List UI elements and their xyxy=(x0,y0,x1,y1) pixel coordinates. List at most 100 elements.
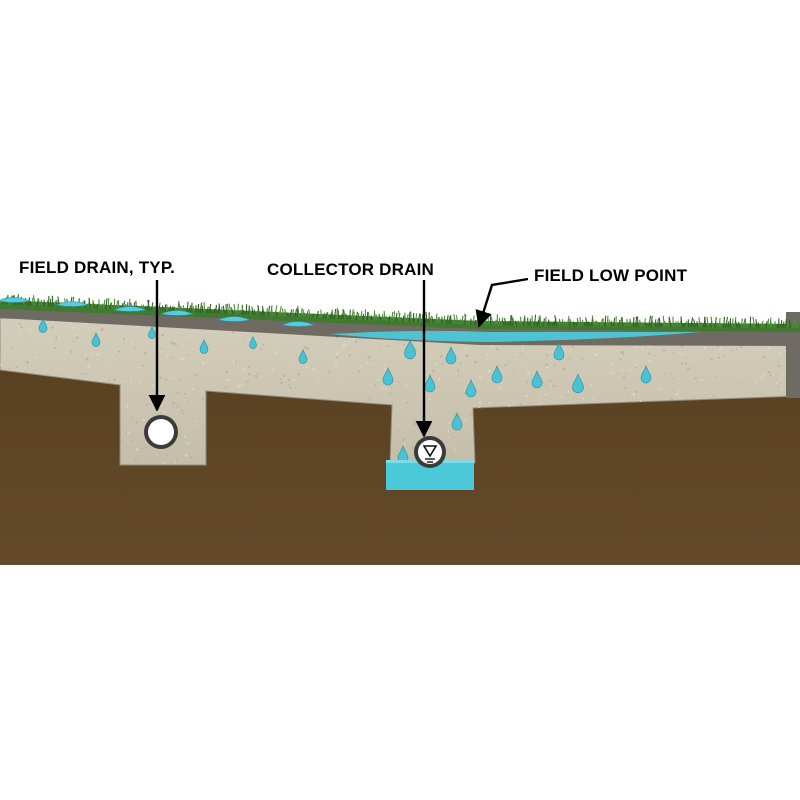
gravel-speck xyxy=(405,401,408,404)
gravel-speck xyxy=(641,388,644,390)
water-drop xyxy=(572,373,584,394)
grass-blade xyxy=(554,315,558,326)
grass-blade xyxy=(275,311,278,317)
gravel-speck xyxy=(86,365,88,367)
gravel-speck xyxy=(203,425,205,428)
gravel-speck xyxy=(292,393,294,395)
gravel-speck xyxy=(142,364,145,367)
gravel-speck xyxy=(187,400,189,403)
gravel-speck xyxy=(629,369,632,372)
grass-blade xyxy=(110,302,113,309)
grass-blade xyxy=(453,313,456,325)
grass-blade xyxy=(425,311,428,323)
gravel-speck xyxy=(100,328,104,331)
gravel-speck xyxy=(125,431,128,434)
gravel-speck xyxy=(611,372,614,375)
gravel-speck xyxy=(581,357,584,360)
grass-blade xyxy=(91,300,94,309)
grass-blade xyxy=(727,320,730,328)
gravel-speck xyxy=(594,353,598,357)
gravel-speck xyxy=(709,395,712,398)
gravel-speck xyxy=(672,351,674,354)
grass-blade xyxy=(316,310,319,318)
gravel-speck xyxy=(243,338,245,340)
grass-blade xyxy=(415,313,418,323)
gravel-speck xyxy=(346,338,348,341)
gravel-speck xyxy=(72,340,75,342)
water-drop xyxy=(298,348,308,364)
grass-blade xyxy=(773,321,776,328)
gravel-speck xyxy=(137,399,139,402)
grass-blade xyxy=(429,317,432,323)
gravel-speck xyxy=(184,392,187,395)
grass-blade xyxy=(96,303,99,309)
water-drop xyxy=(199,338,209,354)
water-drop xyxy=(465,378,477,398)
gravel-speck xyxy=(196,424,199,427)
gravel-speck xyxy=(714,376,716,379)
gravel-speck xyxy=(458,375,460,378)
grass-blade xyxy=(664,321,668,327)
gravel-aggregate-layer xyxy=(0,317,800,466)
gravel-speck xyxy=(172,377,175,380)
gravel-speck xyxy=(121,381,123,383)
gravel-speck xyxy=(334,355,337,357)
gravel-speck xyxy=(495,400,498,402)
grass-blade xyxy=(650,315,653,327)
gravel-speck xyxy=(287,378,290,381)
gravel-speck xyxy=(183,360,186,362)
grass-blade xyxy=(662,315,665,327)
gravel-speck xyxy=(289,386,292,390)
grass-blade xyxy=(345,313,349,320)
grass-blade xyxy=(29,300,32,306)
grass-blade xyxy=(514,320,518,326)
gravel-speck xyxy=(85,323,87,326)
gravel-speck xyxy=(144,351,147,355)
gravel-speck xyxy=(598,374,600,376)
gravel-speck xyxy=(161,347,164,350)
gravel-speck xyxy=(468,399,470,401)
grass-blade xyxy=(300,308,303,318)
gravel-speck xyxy=(278,364,280,367)
inverted-triangle-icon xyxy=(422,445,438,463)
gravel-speck xyxy=(654,392,657,394)
grass-blade xyxy=(723,316,725,328)
gravel-speck xyxy=(176,457,179,460)
gravel-speck xyxy=(716,345,719,348)
gravel-speck xyxy=(384,363,388,367)
grass-blade xyxy=(158,305,162,312)
gravel-speck xyxy=(180,411,182,413)
gravel-speck xyxy=(377,379,380,381)
gravel-speck xyxy=(478,384,481,387)
gravel-speck xyxy=(675,393,678,396)
grass-blade xyxy=(718,317,721,328)
grass-blade xyxy=(402,315,405,322)
gravel-speck xyxy=(30,328,33,331)
runoff-streak xyxy=(280,321,316,327)
gravel-speck xyxy=(632,392,636,396)
grass-blade xyxy=(431,315,434,324)
water-drop xyxy=(148,325,156,339)
gravel-speck xyxy=(134,458,138,461)
grass-blade xyxy=(604,315,607,327)
grass-blade xyxy=(451,319,454,324)
grass-blade xyxy=(314,313,317,318)
gravel-speck xyxy=(142,418,145,422)
surface-runoff xyxy=(0,297,316,327)
gravel-speck xyxy=(398,423,401,425)
edge-wall xyxy=(786,312,800,398)
gravel-speck xyxy=(135,421,138,424)
gravel-speck xyxy=(441,363,444,366)
gravel-speck xyxy=(106,366,108,368)
gravel-speck xyxy=(342,343,346,347)
water-drop xyxy=(424,373,436,393)
gravel-speck xyxy=(183,435,187,439)
gravel-speck xyxy=(545,363,548,367)
gravel-speck xyxy=(307,347,310,350)
gravel-speck xyxy=(123,338,126,341)
gravel-speck xyxy=(442,390,444,392)
gravel-speck xyxy=(581,397,584,400)
gravel-speck xyxy=(418,394,420,397)
grass-blade xyxy=(503,318,507,326)
grass-blade xyxy=(151,302,154,311)
